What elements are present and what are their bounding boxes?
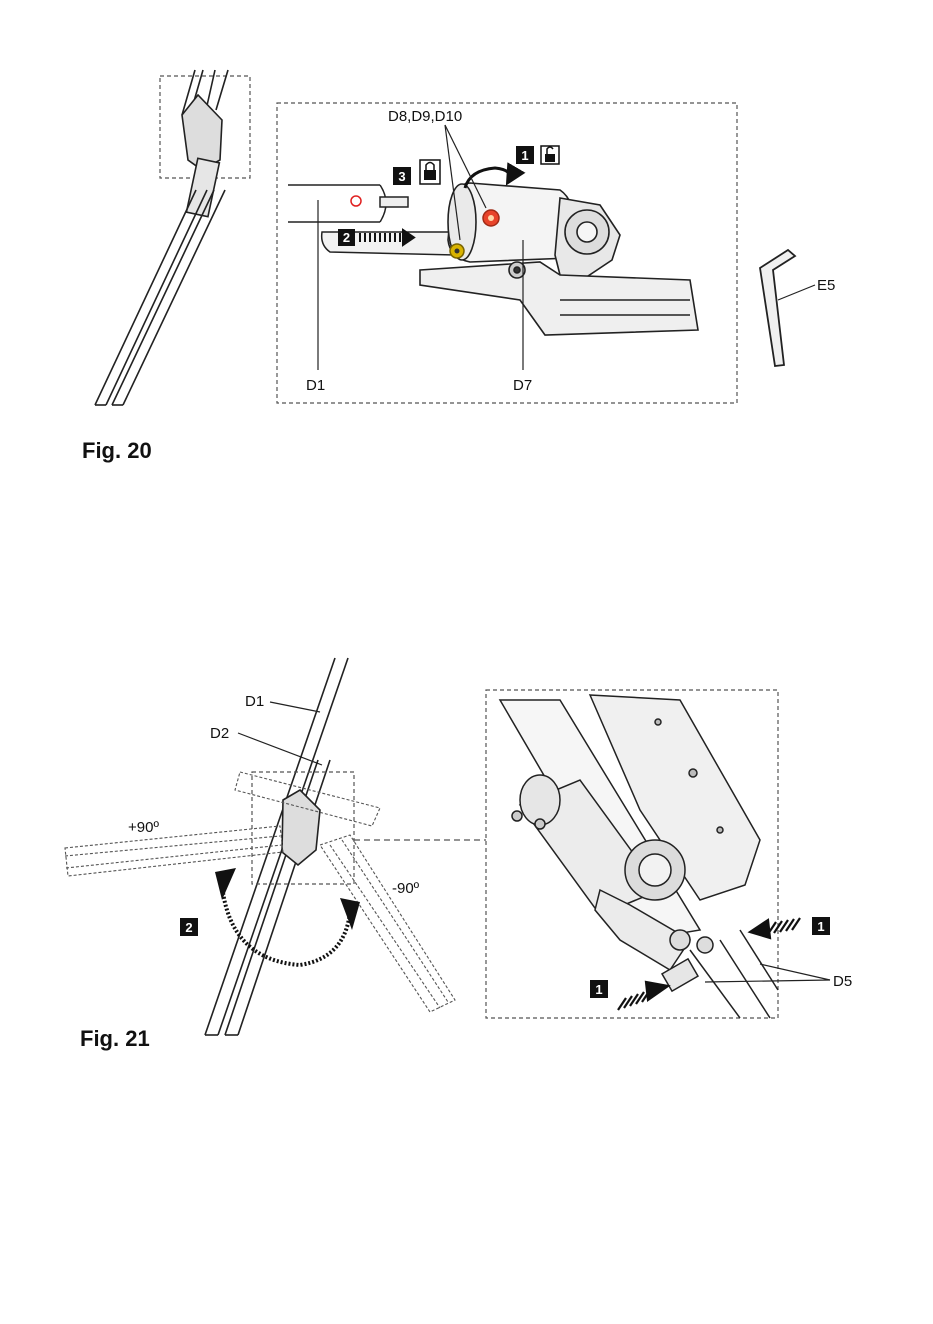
step-badge-2-fig21: 2	[180, 918, 198, 936]
allen-key-icon	[760, 250, 795, 366]
label-plus90: +90º	[128, 819, 159, 836]
step-badge-1: 1	[516, 146, 534, 164]
step-badge-1-left: 1	[590, 980, 608, 998]
step-3-text: 3	[398, 169, 405, 184]
label-d5: D5	[833, 973, 852, 990]
rotate-arc-arrow-icon	[222, 885, 350, 965]
figure-21: 2 D1 D2 +90º -90º	[0, 640, 933, 1080]
leader-d5-b	[705, 980, 830, 982]
pole-main	[205, 658, 348, 1035]
step-2-text: 2	[343, 230, 350, 245]
leader-d1-fig21	[270, 702, 320, 712]
figure-20: 1 2 3 D8,D9,D10 D1 D7 E	[0, 0, 933, 500]
screw-red-center	[488, 215, 494, 221]
unlock-icon	[541, 146, 559, 164]
alignment-circle	[351, 196, 361, 206]
step-1-text: 1	[521, 148, 528, 163]
pole-overview	[95, 70, 228, 405]
press-arrow-icon-left	[618, 982, 668, 1010]
figure-21-drawing: 2 D1 D2 +90º -90º	[0, 640, 933, 1080]
detail-mechanism	[500, 695, 778, 1018]
label-e5: E5	[817, 277, 835, 294]
figure-20-drawing: 1 2 3 D8,D9,D10 D1 D7 E	[0, 0, 933, 500]
screw-yellow-center	[455, 249, 460, 254]
lock-icon	[420, 160, 440, 184]
step-badge-2: 2	[338, 229, 355, 246]
label-minus90: -90º	[392, 880, 420, 897]
label-d7: D7	[513, 377, 532, 394]
step-badge-1-right: 1	[812, 917, 830, 935]
fig21-step-1-left-text: 1	[595, 982, 602, 997]
leader-e5	[778, 285, 815, 300]
blade-plus-90	[65, 772, 380, 876]
label-d1: D1	[306, 377, 325, 394]
label-d1-fig21: D1	[245, 693, 264, 710]
step-badge-3: 3	[393, 167, 411, 185]
leader-d2-fig21	[238, 733, 322, 765]
blade-minus-90	[320, 835, 455, 1012]
housing-d7	[420, 183, 698, 335]
arc-arrowhead-up	[215, 868, 236, 900]
press-arrow-icon-right	[750, 918, 800, 938]
tube-d1	[288, 185, 408, 222]
fig20-caption: Fig. 20	[82, 438, 152, 464]
fig21-step-2-text: 2	[185, 920, 192, 935]
arc-arrowhead-right	[340, 898, 360, 930]
fig21-caption: Fig. 21	[80, 1026, 150, 1052]
label-d8-d9-d10: D8,D9,D10	[388, 108, 462, 125]
fig21-step-1-right-text: 1	[817, 919, 824, 934]
label-d2-fig21: D2	[210, 725, 229, 742]
